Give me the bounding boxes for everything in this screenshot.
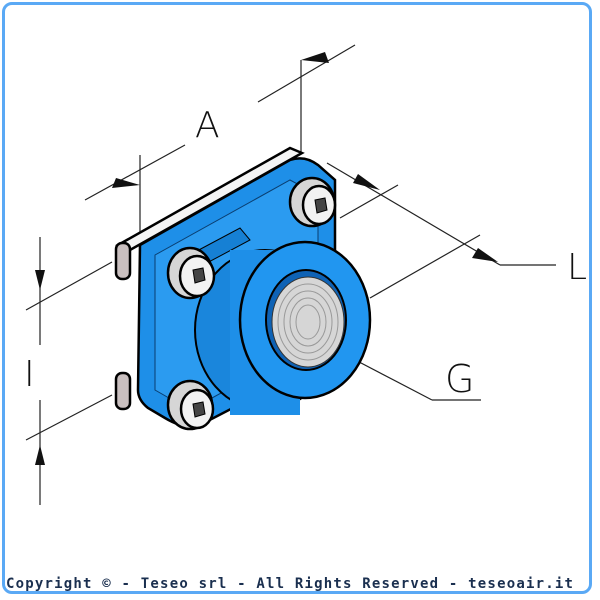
bolt-bottom-left xyxy=(166,379,215,431)
bolt-top-left xyxy=(166,246,216,300)
dimension-label-l: L xyxy=(567,247,588,288)
dimension-label-g: G xyxy=(445,357,475,401)
dimension-label-i: I xyxy=(24,354,35,395)
dimension-label-a: A xyxy=(195,105,220,146)
copyright-footer: Copyright © - Teseo srl - All Rights Res… xyxy=(6,576,575,592)
cap-screws xyxy=(166,176,337,431)
threaded-boss xyxy=(194,240,372,415)
bolt-top-right xyxy=(288,176,337,228)
back-plate xyxy=(114,146,305,411)
